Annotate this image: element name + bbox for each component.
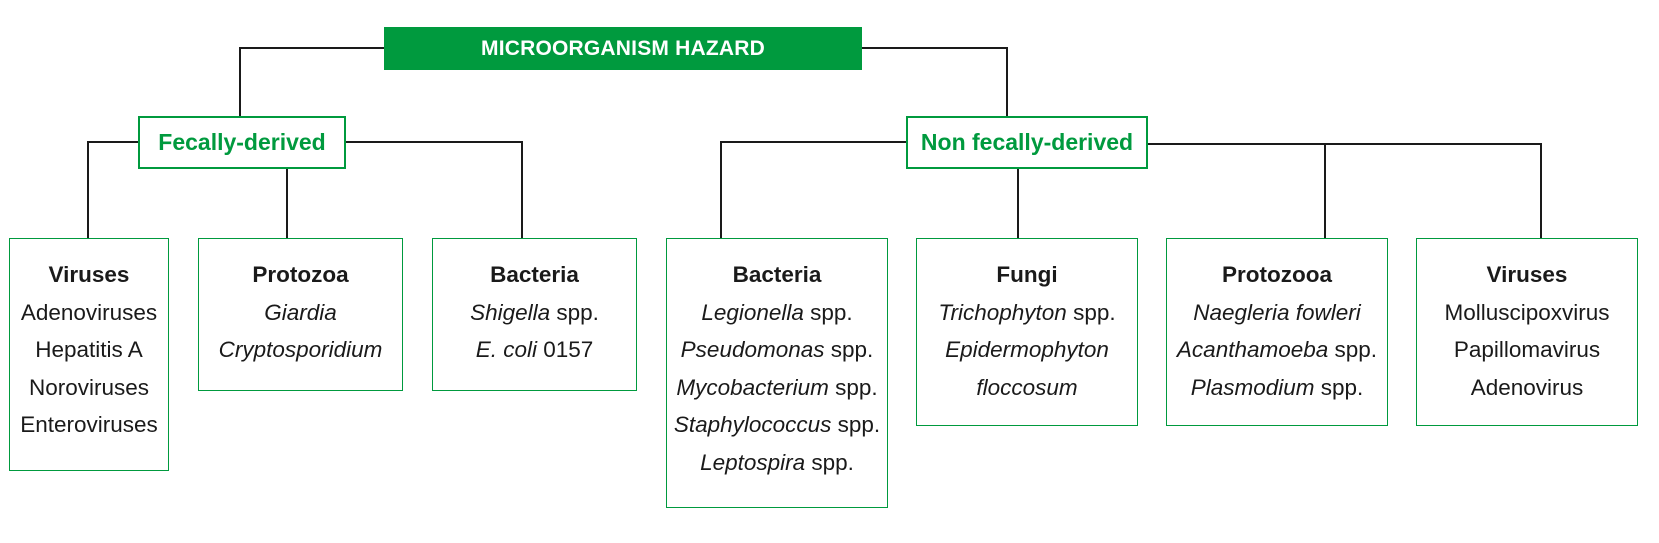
organism-text: spp. [824, 337, 874, 362]
organism-entry: Epidermophyton [917, 331, 1137, 369]
organism-text: spp. [803, 299, 853, 325]
organism-name: Epidermophyton [945, 337, 1109, 362]
organism-entry: Papillomavirus [1417, 331, 1637, 369]
organism-text: spp. [1066, 299, 1116, 325]
branch-fecally-derived: Fecally-derived [138, 116, 346, 169]
organism-entry: Leptospira spp. [667, 444, 887, 482]
organism-entry: Noroviruses [10, 369, 168, 407]
organism-text: Enteroviruses [20, 412, 158, 437]
branch-non-fecally-derived: Non fecally-derived [906, 116, 1148, 169]
organism-text: Adenoviruses [20, 299, 158, 325]
connector-nonfecal-bacteria [720, 141, 906, 238]
organism-text: spp. [1328, 337, 1378, 362]
organism-text: Noroviruses [28, 374, 150, 400]
group-heading: Bacteria [490, 262, 579, 287]
organism-text: spp. [831, 412, 881, 437]
organism-entry: Trichophyton spp. [917, 294, 1137, 332]
organism-name: Pseudomonas [680, 337, 825, 362]
connector-fecal-viruses [87, 141, 138, 238]
group-heading: Viruses [48, 262, 130, 287]
organism-name: Cryptosporidium [218, 337, 383, 362]
group-heading: Viruses [1486, 262, 1568, 287]
group-heading: Bacteria [732, 262, 822, 287]
connector-root-nonfecal [862, 47, 1008, 116]
organism-name: floccosum [976, 374, 1078, 400]
organism-entry: Acanthamoeba spp. [1167, 331, 1387, 369]
organism-entry: Adenovirus [1417, 369, 1637, 407]
organism-name: Trichophyton [938, 299, 1067, 325]
connector-fecal-bacteria [346, 141, 523, 238]
group-heading: Protozoa [252, 262, 349, 287]
organism-name: Giardia [264, 299, 337, 325]
organism-name: Staphylococcus [673, 412, 832, 437]
root-node-microorganism-hazard: MICROORGANISM HAZARD [384, 27, 862, 70]
connector-nonfecal-right [1148, 143, 1542, 238]
organism-entry: Plasmodium spp. [1167, 369, 1387, 407]
organism-entry: Staphylococcus spp. [667, 406, 887, 444]
organism-entry: Adenoviruses [10, 294, 168, 332]
organism-entry: Cryptosporidium [199, 331, 402, 369]
organism-name: Plasmodium [1190, 374, 1315, 400]
organism-text: Hepatitis A [35, 337, 143, 362]
organism-entry: Enteroviruses [10, 406, 168, 444]
organism-entry: Molluscipoxvirus [1417, 294, 1637, 332]
organism-name: Naegleria fowleri [1193, 299, 1361, 325]
organism-entry: Giardia [199, 294, 402, 332]
organism-entry: Hepatitis A [10, 331, 168, 369]
organism-text: spp. [828, 374, 878, 400]
organism-text: Adenovirus [1470, 374, 1584, 400]
organism-name: Shigella [470, 299, 551, 325]
organism-text: spp. [1314, 374, 1364, 400]
organism-entry: Mycobacterium spp. [667, 369, 887, 407]
organism-entry: Shigella spp. [433, 294, 636, 332]
organism-name: Legionella [701, 299, 804, 325]
organism-text: spp. [550, 299, 599, 325]
organism-name: Mycobacterium [676, 374, 829, 400]
organism-name: E. coli [475, 337, 537, 362]
organism-text: Papillomavirus [1453, 337, 1601, 362]
organism-entry: Legionella spp. [667, 294, 887, 332]
connector-root-fecal [239, 47, 384, 116]
organism-name: Acanthamoeba [1176, 337, 1329, 362]
organism-entry: floccosum [917, 369, 1137, 407]
organism-entry: Naegleria fowleri [1167, 294, 1387, 332]
organism-entry: Pseudomonas spp. [667, 331, 887, 369]
organism-text: spp. [805, 449, 854, 475]
organism-name: Leptospira [700, 449, 806, 475]
organism-text: Molluscipoxvirus [1444, 299, 1610, 325]
group-heading: Protozooa [1222, 262, 1332, 287]
organism-entry: E. coli 0157 [433, 331, 636, 369]
organism-text: 0157 [536, 337, 594, 362]
group-heading: Fungi [996, 262, 1058, 287]
